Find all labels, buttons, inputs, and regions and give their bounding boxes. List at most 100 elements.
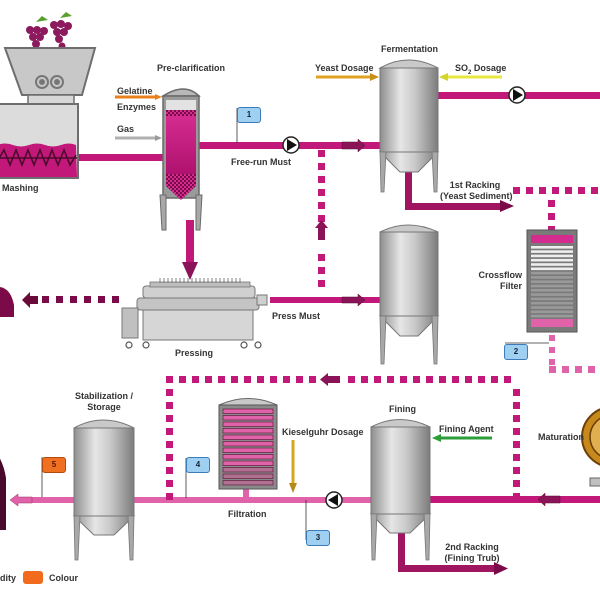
crossflow-membrane xyxy=(531,254,573,258)
label-pressing: Pressing xyxy=(175,348,214,358)
dotted-segment xyxy=(426,376,433,383)
dotted-segment xyxy=(578,187,585,194)
preclarification-tank xyxy=(159,88,203,231)
dotted-segment xyxy=(98,296,105,303)
dotted-segment xyxy=(318,150,325,157)
dotted-segment xyxy=(231,376,238,383)
crossflow-membrane xyxy=(531,250,573,253)
pomace-container xyxy=(0,287,14,317)
measurement-point-5[interactable]: 5 xyxy=(42,457,66,473)
so2-prefix: SO xyxy=(455,63,469,73)
yeast-arrow xyxy=(370,73,379,81)
filter-plate xyxy=(222,421,274,427)
dotted-segment xyxy=(548,200,555,207)
crossflow-membrane xyxy=(531,258,573,262)
crossflow-membrane xyxy=(531,289,573,292)
dotted-segment xyxy=(526,187,533,194)
measurement-point-3[interactable]: 3 xyxy=(306,530,330,546)
dotted-filtration-bypass xyxy=(166,376,520,500)
pipe-preclar-to-press xyxy=(186,220,194,262)
label-so2-dosage: SO2 Dosage xyxy=(455,63,506,79)
legend-turbidity-label: dity xyxy=(0,573,17,583)
hopper xyxy=(3,47,97,96)
pipe-press-must xyxy=(270,297,380,303)
filter-plate xyxy=(222,473,274,479)
kieselguhr-input xyxy=(289,440,297,493)
arrow-bottling-left xyxy=(9,493,33,507)
dotted-segment xyxy=(548,213,555,220)
dotted-segment xyxy=(400,376,407,383)
dotted-segment xyxy=(257,376,264,383)
so2-arrow xyxy=(439,73,448,81)
filter-plate xyxy=(222,454,274,460)
dotted-segment xyxy=(513,389,520,396)
dotted-segment xyxy=(513,493,520,500)
gears-icon xyxy=(35,75,64,89)
filter-plate xyxy=(222,467,274,473)
dotted-segment xyxy=(491,376,498,383)
crossflow-membrane xyxy=(531,301,573,305)
dotted-segment xyxy=(318,163,325,170)
dotted-segment xyxy=(166,480,173,487)
crossflow-membrane xyxy=(531,284,573,288)
crossflow-membrane xyxy=(531,314,573,318)
label-gelatine: Gelatine xyxy=(117,86,153,96)
dotted-segment xyxy=(166,467,173,474)
crossflow-membrane xyxy=(531,310,573,314)
dotted-segment xyxy=(549,366,556,373)
dotted-segment xyxy=(513,428,520,435)
so2-subscript: 2 xyxy=(468,69,472,76)
dotted-segment xyxy=(270,376,277,383)
dotted-segment xyxy=(166,402,173,409)
dotted-segment xyxy=(318,254,325,261)
arrow-racking1 xyxy=(500,200,514,212)
dotted-segment xyxy=(504,376,511,383)
measurement-point-1[interactable]: 1 xyxy=(237,107,261,123)
pump-fining[interactable] xyxy=(325,491,343,509)
filter-plate xyxy=(222,434,274,440)
arrow-press-must xyxy=(341,293,366,307)
dotted-segment xyxy=(318,176,325,183)
label-filtration: Filtration xyxy=(228,509,267,519)
pump-free-run[interactable] xyxy=(282,136,300,154)
flow-arrows xyxy=(9,138,561,507)
label-fining-agent: Fining Agent xyxy=(439,424,494,434)
dotted-segment xyxy=(513,454,520,461)
label-2nd-racking: 2nd Racking(Fining Trub) xyxy=(442,542,502,564)
dotted-segment xyxy=(318,267,325,274)
filter-plate xyxy=(222,415,274,421)
measurement-point-4[interactable]: 4 xyxy=(186,457,210,473)
filter-plate xyxy=(222,447,274,453)
grapes-icon xyxy=(26,12,72,55)
dotted-segment xyxy=(575,366,582,373)
dotted-segment xyxy=(84,296,91,303)
racking2-line2: (Fining Trub) xyxy=(444,553,500,563)
dotted-segment xyxy=(192,376,199,383)
dotted-segment xyxy=(513,480,520,487)
dotted-segment xyxy=(318,280,325,287)
label-stabilization-storage: Stabilization /Storage xyxy=(70,391,138,413)
pipe-filter-stub xyxy=(243,486,249,498)
label-kieselguhr-dosage: Kieselguhr Dosage xyxy=(282,427,364,437)
dotted-pomace-route xyxy=(42,296,119,303)
crossflow-membrane xyxy=(531,263,573,266)
pipe-fining-to-filtration xyxy=(20,497,376,503)
dotted-segment xyxy=(283,376,290,383)
label-yeast-dosage: Yeast Dosage xyxy=(315,63,374,73)
pipe-racking2-h xyxy=(398,565,498,572)
fining-agent-input xyxy=(432,434,492,442)
pump-fermentation-out[interactable] xyxy=(508,86,526,104)
legend-colour-label: Colour xyxy=(49,573,78,583)
dotted-segment xyxy=(42,296,49,303)
pipe-mash-to-preclar xyxy=(70,154,165,161)
dotted-segment xyxy=(387,376,394,383)
dotted-segment xyxy=(318,215,325,222)
dotted-segment xyxy=(591,187,598,194)
label-mashing: Mashing xyxy=(2,183,39,193)
crossflow-membrane xyxy=(531,271,573,275)
arrow-racking2 xyxy=(494,562,508,575)
racking2-line1: 2nd Racking xyxy=(445,542,499,552)
measurement-point-2[interactable]: 2 xyxy=(504,344,528,360)
